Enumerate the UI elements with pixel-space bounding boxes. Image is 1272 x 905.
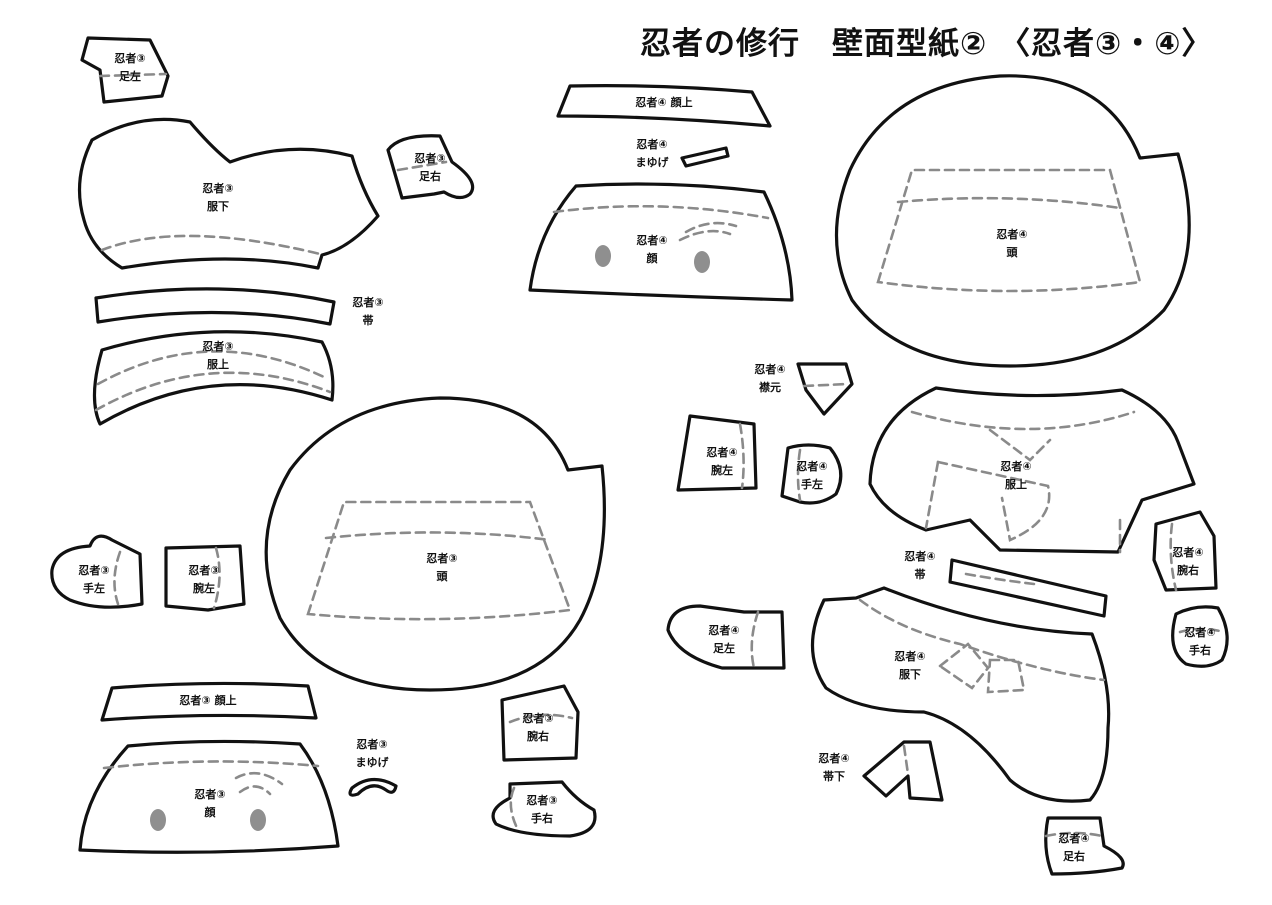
n3-arm-left-piece: 忍者③ 腕左 (164, 544, 246, 612)
label-clothes-upper: 服上 (207, 357, 229, 371)
label-clothes-lower: 服下 (899, 668, 921, 681)
n3-head-piece: 忍者③ 頭 (264, 396, 606, 692)
left-eye-mark (150, 809, 166, 831)
label-arm-left: 腕左 (193, 581, 215, 595)
n4-forehead-piece: 忍者④ 顔上 (556, 84, 772, 128)
label-belt-lower: 帯下 (823, 769, 845, 783)
n4-eyebrow-piece: 忍者④ まゆげ (636, 137, 730, 169)
label-arm-left: 腕左 (711, 463, 733, 477)
label-clothes-upper: 服上 (1005, 477, 1027, 491)
n4-clothes-lower-piece: 忍者④ 服下 (810, 586, 1111, 803)
left-eye-mark (595, 245, 611, 267)
n4-arm-left-piece: 忍者④ 腕左 (676, 414, 758, 492)
label-n4: 忍者④ (636, 233, 667, 247)
n3-hand-right-piece: 忍者③ 手右 (491, 780, 597, 838)
label-foot-right: 足右 (419, 169, 441, 183)
n3-foot-left-piece: 忍者③ 足左 (80, 36, 170, 104)
label-n3: 忍者③ (426, 551, 457, 565)
label-n3: 忍者③ (188, 563, 219, 577)
n4-collar-piece: 忍者④ 襟元 (754, 362, 854, 416)
label-eyebrow: まゆげ (636, 155, 670, 169)
label-n4: 忍者④ (706, 445, 737, 459)
n3-eyebrow-piece: 忍者③ まゆげ (348, 737, 398, 797)
label-n4: 忍者④ (708, 623, 739, 637)
n3-belt-piece: 忍者③ 帯 (94, 287, 384, 327)
label-n4: 忍者④ (894, 649, 925, 663)
label-n3: 忍者③ (194, 787, 225, 801)
page-title: 忍者の修行 壁面型紙② 〈忍者③・④〉 (640, 26, 1214, 62)
label-eyebrow: まゆげ (356, 755, 390, 769)
label-hand-left: 手左 (83, 581, 105, 595)
right-eye-mark (694, 251, 710, 273)
label-n3-forehead: 忍者③ 顔上 (179, 693, 236, 707)
label-n4: 忍者④ (1184, 625, 1215, 639)
n3-hand-left-piece: 忍者③ 手左 (50, 534, 144, 609)
label-n4: 忍者④ (796, 459, 827, 473)
label-hand-left: 手左 (801, 477, 823, 491)
label-n3: 忍者③ (522, 711, 553, 725)
n4-hand-left-piece: 忍者④ 手左 (780, 443, 843, 505)
label-head: 頭 (1007, 246, 1019, 259)
n3-forehead-piece: 忍者③ 顔上 (100, 681, 318, 722)
n4-belt-lower-piece: 忍者④ 帯下 (818, 740, 944, 802)
label-n4: 忍者④ (1058, 831, 1089, 845)
n3-arm-right-piece: 忍者③ 腕右 (500, 684, 580, 762)
n4-foot-right-piece: 忍者④ 足右 (1044, 816, 1125, 876)
label-collar: 襟元 (759, 380, 781, 394)
label-n3: 忍者③ (202, 339, 233, 353)
label-arm-right: 腕右 (527, 729, 549, 743)
label-arm-right: 腕右 (1177, 563, 1199, 577)
label-clothes-lower: 服下 (207, 200, 229, 213)
label-n4: 忍者④ (904, 549, 935, 563)
n4-foot-left-piece: 忍者④ 足左 (666, 604, 786, 670)
label-belt: 帯 (915, 567, 926, 581)
label-n3: 忍者③ (78, 563, 109, 577)
label-n4: 忍者④ (1172, 545, 1203, 559)
right-eye-mark (250, 809, 266, 831)
label-n3: 忍者③ (352, 295, 383, 309)
n4-face-piece: 忍者④ 顔 (528, 182, 794, 302)
label-belt: 帯 (363, 313, 374, 327)
n4-clothes-upper-piece: 忍者④ 服上 (868, 386, 1196, 554)
label-n3: 忍者③ (114, 51, 145, 65)
label-n4: 忍者④ (996, 227, 1027, 241)
label-hand-right: 手右 (1189, 643, 1211, 657)
label-n4: 忍者④ (754, 362, 785, 376)
label-n3: 忍者③ (202, 181, 233, 195)
label-n4: 忍者④ (636, 137, 667, 151)
label-face: 顔 (646, 251, 659, 265)
n3-clothes-upper-piece: 忍者③ 服上 (92, 330, 335, 426)
n4-arm-right-piece: 忍者④ 腕右 (1152, 510, 1218, 592)
label-head: 頭 (437, 570, 449, 583)
n3-clothes-lower-piece: 忍者③ 服下 (77, 117, 380, 270)
n4-head-piece: 忍者④ 頭 (834, 74, 1191, 368)
n3-foot-right-piece: 忍者③ 足右 (386, 134, 475, 200)
label-n3: 忍者③ (414, 151, 445, 165)
label-foot-right: 足右 (1063, 849, 1085, 863)
n3-face-piece: 忍者③ 顔 (78, 739, 340, 854)
label-foot-left: 足左 (119, 69, 141, 83)
label-n4-forehead: 忍者④ 顔上 (635, 95, 692, 109)
label-n4: 忍者④ (1000, 459, 1031, 473)
n4-hand-right-piece: 忍者④ 手右 (1171, 605, 1229, 668)
label-n3: 忍者③ (356, 737, 387, 751)
label-n4: 忍者④ (818, 751, 849, 765)
label-n3: 忍者③ (526, 793, 557, 807)
label-foot-left: 足左 (713, 641, 735, 655)
label-hand-right: 手右 (531, 811, 553, 825)
label-face: 顔 (204, 805, 217, 819)
n4-belt-piece: 忍者④ 帯 (904, 549, 1108, 618)
